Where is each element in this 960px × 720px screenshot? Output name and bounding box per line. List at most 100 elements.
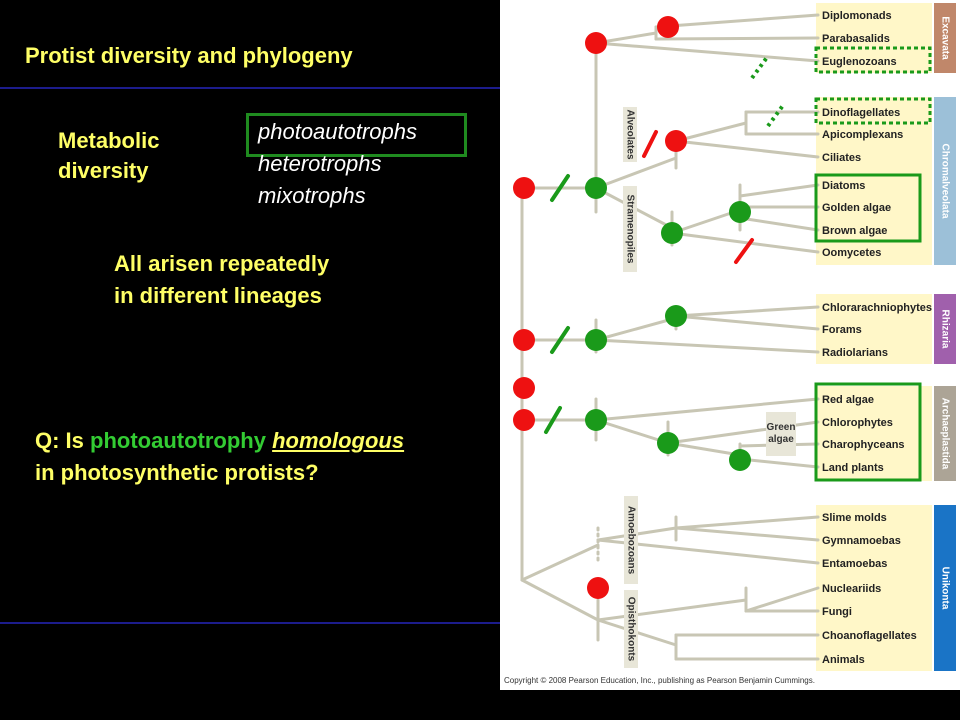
- taxon-label-euglenozoans: Euglenozoans: [822, 56, 897, 68]
- red-node-unikonta: [587, 577, 609, 599]
- archaeplastida-box: [814, 382, 922, 482]
- trophic-mode-heterotrophs: heterotrophs: [258, 151, 382, 176]
- taxon-label-diplomonads: Diplomonads: [822, 10, 892, 22]
- trophic-modes-list: photoautotrophs heterotrophs mixotrophs: [258, 116, 417, 212]
- red-node-root: [513, 377, 535, 399]
- supergroup-bar-unikonta: [934, 505, 956, 671]
- branch-land-plants: [738, 457, 820, 469]
- taxon-label-brown-algae: Brown algae: [822, 225, 887, 237]
- branch-radiolarians: [594, 338, 820, 354]
- trophic-mode-photoautotrophs: photoautotrophs: [258, 119, 418, 144]
- arisen-line-1: All arisen repeatedly: [114, 251, 330, 276]
- green-slash-archaeplastida: [544, 406, 562, 434]
- green-node-land-plants: [729, 449, 751, 471]
- metabolic-diversity-label: Metabolic diversity: [58, 126, 159, 186]
- photoautotrophy-word: photoautotrophy: [90, 428, 266, 453]
- taxon-label-red-algae: Red algae: [822, 394, 874, 406]
- taxon-label-gymnamoebas: Gymnamoebas: [822, 535, 901, 547]
- red-slash-ciliates: [642, 130, 658, 158]
- supergroup-bar-archaeplastida: [934, 386, 956, 481]
- metabolic-line-2: diversity: [58, 158, 149, 183]
- branch-charo-land: [666, 441, 742, 457]
- branch-fungal-clade: [596, 598, 748, 622]
- taxon-label-radiolarians: Radiolarians: [822, 347, 888, 359]
- branch-euglenozoans: [594, 41, 820, 63]
- branch-oomycetes: [670, 231, 820, 254]
- branch-ciliates: [674, 139, 820, 159]
- question-line-2: in photosynthetic protists?: [35, 460, 319, 485]
- stramenopile-algae-box: [814, 173, 922, 243]
- dinoflagellates-dotted-box: [814, 97, 932, 125]
- taxon-label-charophyceans: Charophyceans: [822, 439, 905, 451]
- phylogenetic-tree: DiplomonadsParabasalidsEuglenozoansDinof…: [504, 3, 956, 685]
- branch-red-algae: [594, 397, 820, 422]
- red-node-rhizaria-root: [513, 329, 535, 351]
- supergroup-bar-excavata: [934, 3, 956, 73]
- supergroup-label-chromalveolata: Chromalveolata: [939, 143, 950, 218]
- clade-label-opisthokonts: Opisthokonts: [625, 597, 636, 662]
- branch-rhizaria-inner: [594, 316, 678, 342]
- green-slash-chromalveolata: [550, 174, 570, 202]
- clade-tag-bg-green-algae: [766, 412, 796, 456]
- supergroup-bar-chromalveolata: [934, 97, 956, 265]
- supergroup-bar-rhizaria: [934, 294, 956, 364]
- clade-tag-bg-amoebozoans: [624, 496, 638, 584]
- green-node-stramenopiles: [661, 222, 683, 244]
- supergroup-label-rhizaria: Rhizaria: [939, 310, 950, 349]
- taxon-label-golden-algae: Golden algae: [822, 202, 891, 214]
- question-prefix: Q: Is: [35, 428, 91, 453]
- euglenozoa-endosymbiosis-dash: [750, 54, 770, 80]
- red-node-archaeplastida-root: [513, 409, 535, 431]
- branch-parabasalids: [654, 36, 820, 41]
- trophic-mode-mixotrophs: mixotrophs: [258, 183, 366, 208]
- green-algae-label-line-2: algae: [768, 434, 794, 445]
- clade-label-stramenopiles: Stramenopiles: [624, 195, 635, 264]
- taxon-label-diatoms: Diatoms: [822, 180, 865, 192]
- red-node-diplomonads-parabasalids: [657, 16, 679, 38]
- branch-opisthokonts: [520, 578, 600, 622]
- branch-green: [594, 418, 670, 445]
- taxa-band-2: [816, 294, 932, 364]
- branch-diatoms: [738, 183, 820, 198]
- taxon-label-nucleariids: Nucleariids: [822, 583, 881, 595]
- supergroup-label-excavata: Excavata: [939, 16, 950, 60]
- green-algae-label-line-1: Green: [767, 422, 796, 433]
- taxon-label-choanoflagellates: Choanoflagellates: [822, 630, 917, 642]
- taxa-band-3: [816, 386, 932, 481]
- arisen-repeatedly-text: All arisen repeatedly in different linea…: [114, 248, 329, 312]
- red-node-excavata: [585, 32, 607, 54]
- branch-amoebozoans: [520, 543, 600, 582]
- clade-label-alveolates: Alveolates: [624, 109, 635, 159]
- taxa-band-1: [816, 97, 932, 265]
- taxa-band-4: [816, 505, 932, 671]
- branch-gymnamoebas: [674, 526, 820, 542]
- arisen-line-2: in different lineages: [114, 283, 322, 308]
- green-node-rhizaria-inner: [665, 305, 687, 327]
- question-line-1: Q: Is photoautotrophy homologous: [35, 425, 404, 457]
- taxon-label-entamoebas: Entamoebas: [822, 558, 887, 570]
- green-node-green-algae: [657, 432, 679, 454]
- green-slash-rhizaria: [550, 326, 570, 354]
- clade-tag-bg-opisthokonts: [624, 590, 638, 668]
- branch-alveolates: [594, 156, 678, 190]
- branch-nucleariids: [744, 586, 820, 613]
- slide-title: Protist diversity and phylogeny: [25, 43, 353, 68]
- taxon-label-apicomplexans: Apicomplexans: [822, 129, 903, 141]
- homologous-word: homologous: [272, 428, 405, 453]
- red-node-alveolates: [665, 130, 687, 152]
- taxon-label-chlorophytes: Chlorophytes: [822, 417, 893, 429]
- euglenozoans-dotted-box: [814, 46, 932, 74]
- taxon-label-ciliates: Ciliates: [822, 152, 861, 164]
- taxon-label-parabasalids: Parabasalids: [822, 33, 890, 45]
- branch-slime-molds: [674, 515, 820, 530]
- metabolic-line-1: Metabolic: [58, 128, 160, 153]
- bottom-divider-line: [0, 622, 500, 624]
- branch-brown: [738, 216, 820, 232]
- branch-dino-apico: [674, 121, 748, 143]
- taxon-label-oomycetes: Oomycetes: [822, 247, 881, 259]
- supergroup-label-archaeplastida: Archaeplastida: [939, 398, 950, 470]
- taxon-label-fungi: Fungi: [822, 606, 852, 618]
- branch-photosynthetic-stramenopiles: [670, 208, 742, 235]
- top-divider-line: [0, 87, 500, 89]
